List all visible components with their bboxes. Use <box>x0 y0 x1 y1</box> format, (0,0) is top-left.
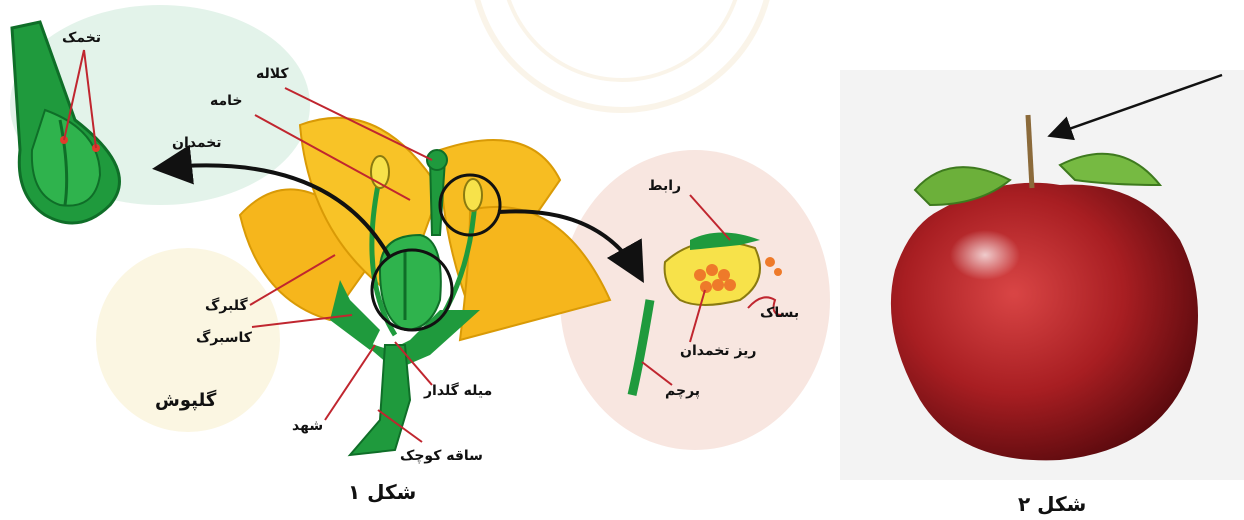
label-sepal: کاسبرگ <box>196 330 252 346</box>
figure1-caption: شکل ۱ <box>348 480 416 504</box>
label-style: خامه <box>210 93 243 109</box>
figure2-caption: شکل ۲ <box>1018 492 1086 516</box>
label-pollen-sac: ریز تخمدان <box>680 343 756 359</box>
label-anther: بساک <box>760 305 799 321</box>
watermark <box>472 0 772 110</box>
label-filament: میله گلدار <box>424 383 492 399</box>
label-ovule: تخمک <box>62 30 101 46</box>
label-ovary: تخمدان <box>172 135 222 151</box>
label-connective: رابط <box>648 178 681 194</box>
label-stamen: پرچم <box>665 383 700 399</box>
label-perianth: گلپوش <box>155 390 216 411</box>
label-nectar: شهد <box>292 418 323 434</box>
label-receptacle: ساقه کوچک <box>400 448 483 464</box>
label-petal: گلبرگ <box>205 298 248 314</box>
flower-illustration <box>240 118 610 455</box>
label-stigma: کلاله <box>256 66 289 82</box>
apple-photo <box>840 70 1244 480</box>
